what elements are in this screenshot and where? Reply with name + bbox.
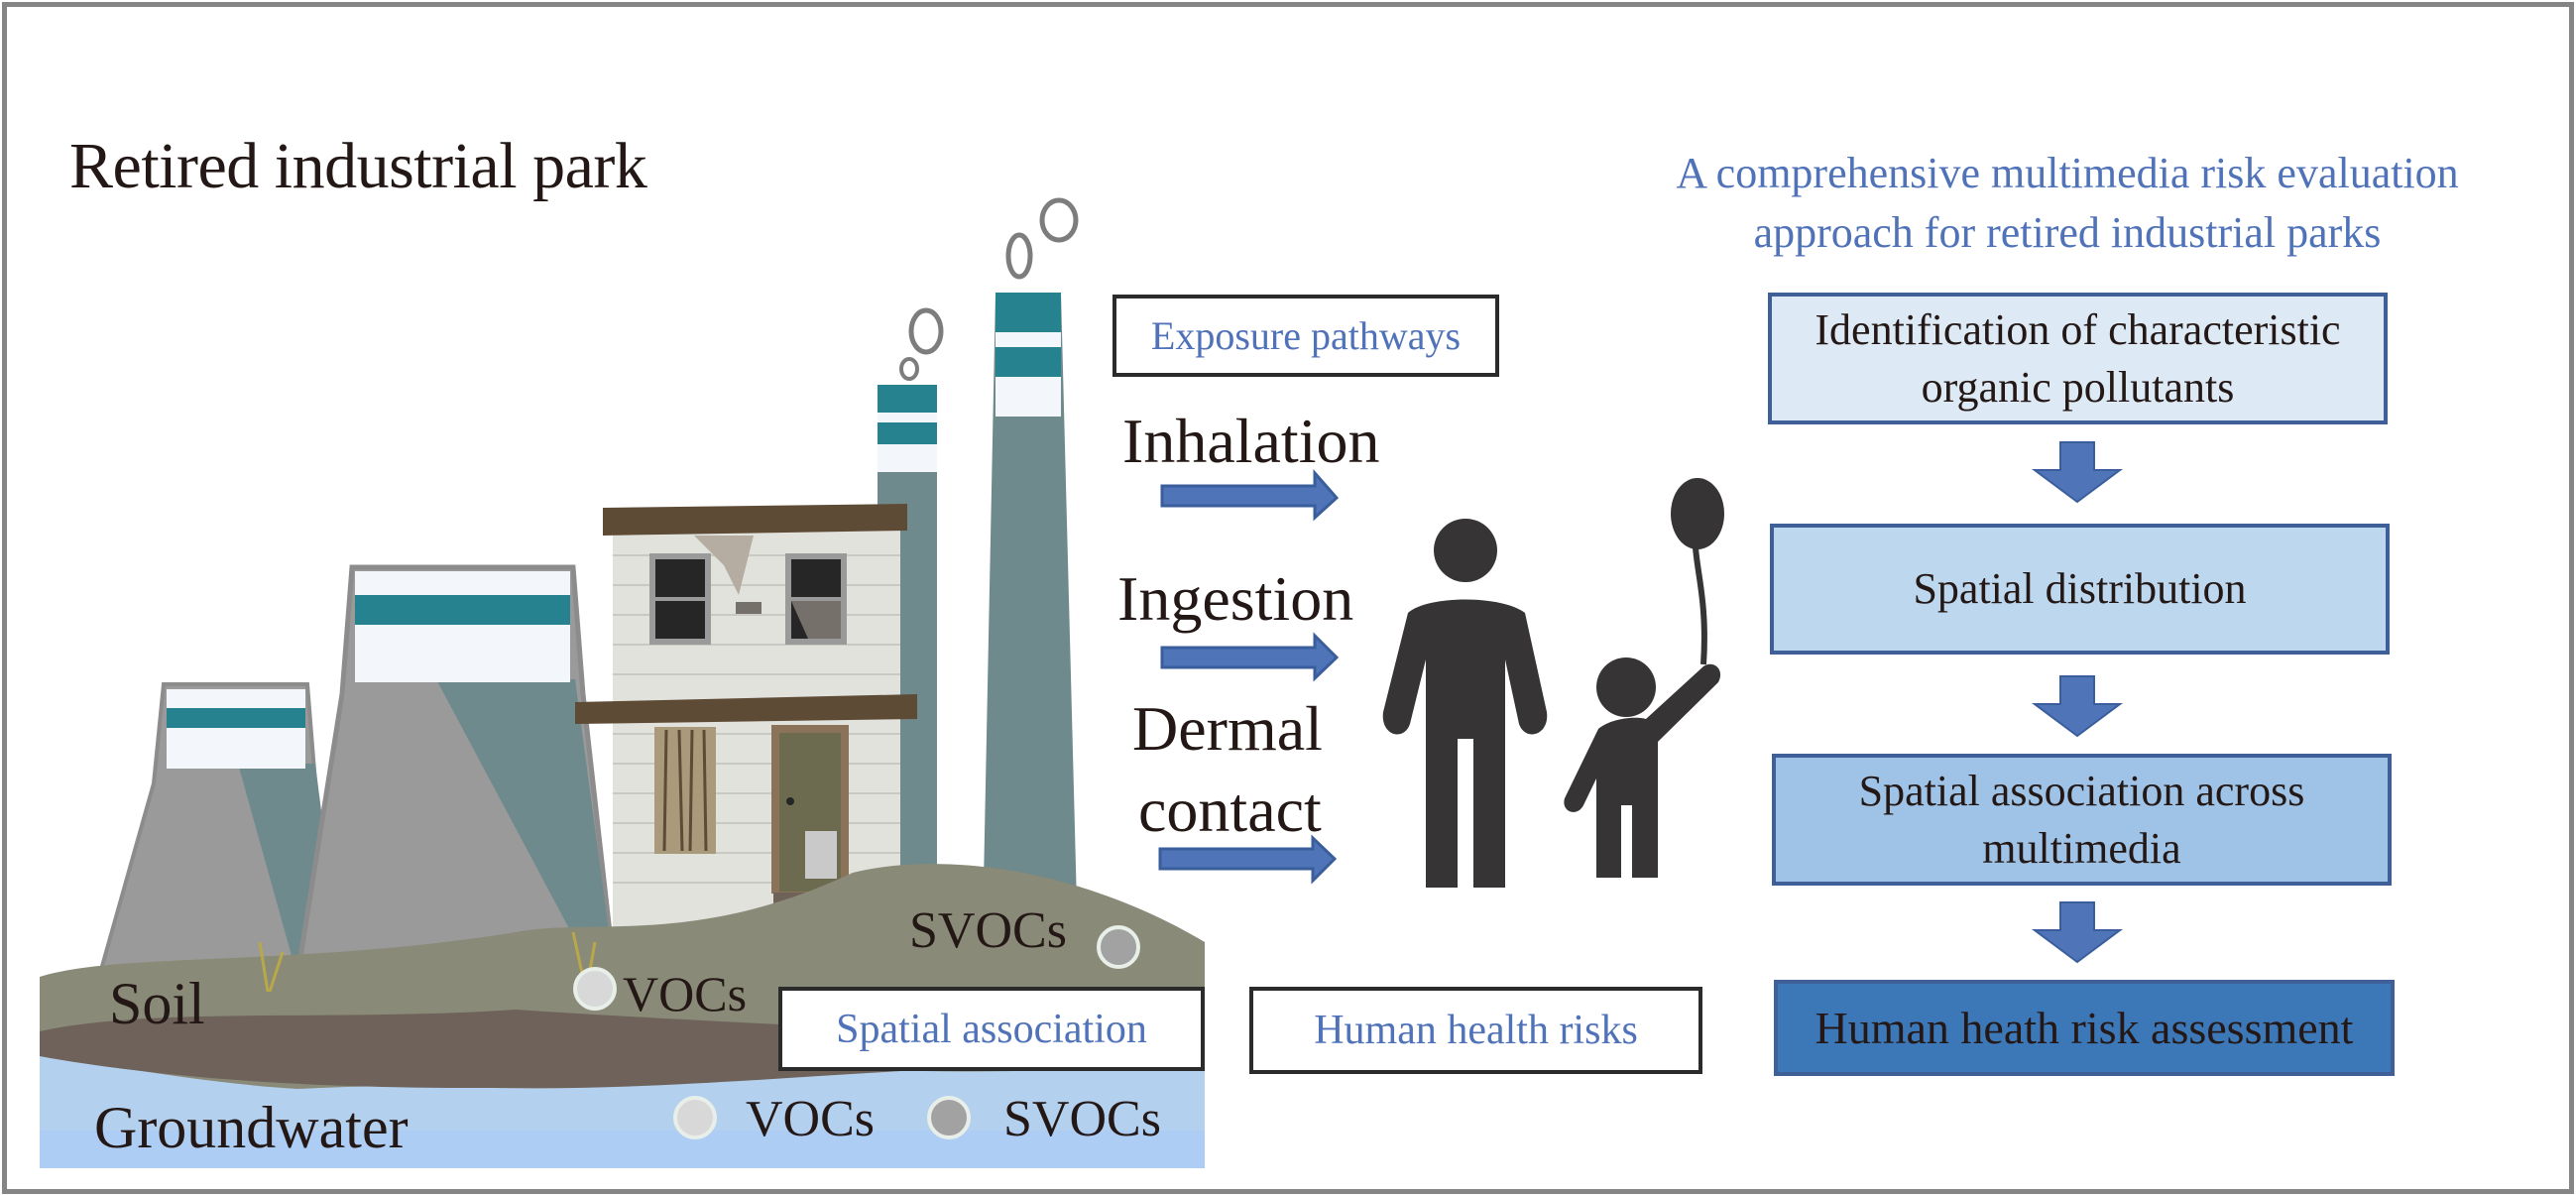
smoke-ring <box>908 307 944 355</box>
smoke-ring <box>1005 232 1033 280</box>
step-identification-box: Identification of characteristic organic… <box>1768 293 2388 424</box>
step-spatial-distribution-box: Spatial distribution <box>1770 524 2390 655</box>
flow-arrows <box>2031 441 2124 964</box>
spatial-association-label: Spatial association <box>836 1006 1147 1052</box>
step-1-line1: Identification of characteristic <box>1815 304 2341 354</box>
exposure-pathways-heading: Exposure pathways <box>1150 313 1462 358</box>
flow-arrow-1-icon <box>2031 441 2124 504</box>
step-risk-assessment-box: Human heath risk assessment <box>1774 980 2395 1076</box>
soil-vocs-label: VOCs <box>623 966 748 1021</box>
smoke-ring <box>899 357 919 381</box>
soil-svocs-circle-icon <box>1097 925 1140 969</box>
pathway-arrows <box>1158 469 1340 885</box>
step-4-line1: Human heath risk assessment <box>1815 1002 2354 1053</box>
adult-figure-icon <box>1382 519 1548 888</box>
dermal-arrow-icon <box>1158 834 1338 885</box>
groundwater-vocs-circle-icon <box>673 1096 717 1139</box>
groundwater-label: Groundwater <box>94 1095 409 1160</box>
pathway-dermal-label: Dermal <box>1132 693 1323 764</box>
scene-title: Retired industrial park <box>69 130 647 202</box>
inhalation-arrow-icon <box>1160 469 1340 522</box>
spatial-association-box: Spatial association <box>778 987 1205 1071</box>
step-3-line1: Spatial association across <box>1858 766 2305 815</box>
step-spatial-association-box: Spatial association across multimedia <box>1772 754 2392 886</box>
pathway-ingestion-label: Ingestion <box>1117 563 1354 634</box>
human-health-risks-box: Human health risks <box>1249 987 1702 1074</box>
step-2-line1: Spatial distribution <box>1913 564 2247 613</box>
groundwater-svocs-circle-icon <box>927 1096 971 1139</box>
flow-arrow-3-icon <box>2031 901 2124 964</box>
groundwater-lower <box>40 1131 1205 1168</box>
approach-title-line2: approach for retired industrial parks <box>1753 208 2382 257</box>
chimney-tall-icon <box>982 197 1079 982</box>
soil-label: Soil <box>109 971 205 1036</box>
approach-title: A comprehensive multimedia risk evaluati… <box>1606 144 2528 263</box>
ingestion-arrow-icon <box>1160 632 1340 682</box>
pathway-contact-label: contact <box>1138 775 1322 845</box>
human-health-risks-label: Human health risks <box>1314 1008 1638 1053</box>
cooling-tower-large-icon <box>294 564 618 980</box>
smoke-ring <box>1039 197 1079 243</box>
pathway-inhalation-label: Inhalation <box>1122 406 1380 476</box>
approach-title-line1: A comprehensive multimedia risk evaluati… <box>1676 149 2459 197</box>
flow-arrow-2-icon <box>2031 675 2124 738</box>
step-3-line2: multimedia <box>1982 823 2181 873</box>
soil-vocs-circle-icon <box>573 967 617 1011</box>
groundwater-svocs-label: SVOCs <box>1003 1091 1161 1147</box>
exposure-pathways-box: Exposure pathways <box>1112 295 1499 377</box>
groundwater-vocs-label: VOCs <box>746 1091 876 1147</box>
soil-svocs-label: SVOCs <box>909 902 1067 959</box>
child-figure-icon <box>1564 478 1724 878</box>
step-1-line2: organic pollutants <box>1921 362 2235 412</box>
